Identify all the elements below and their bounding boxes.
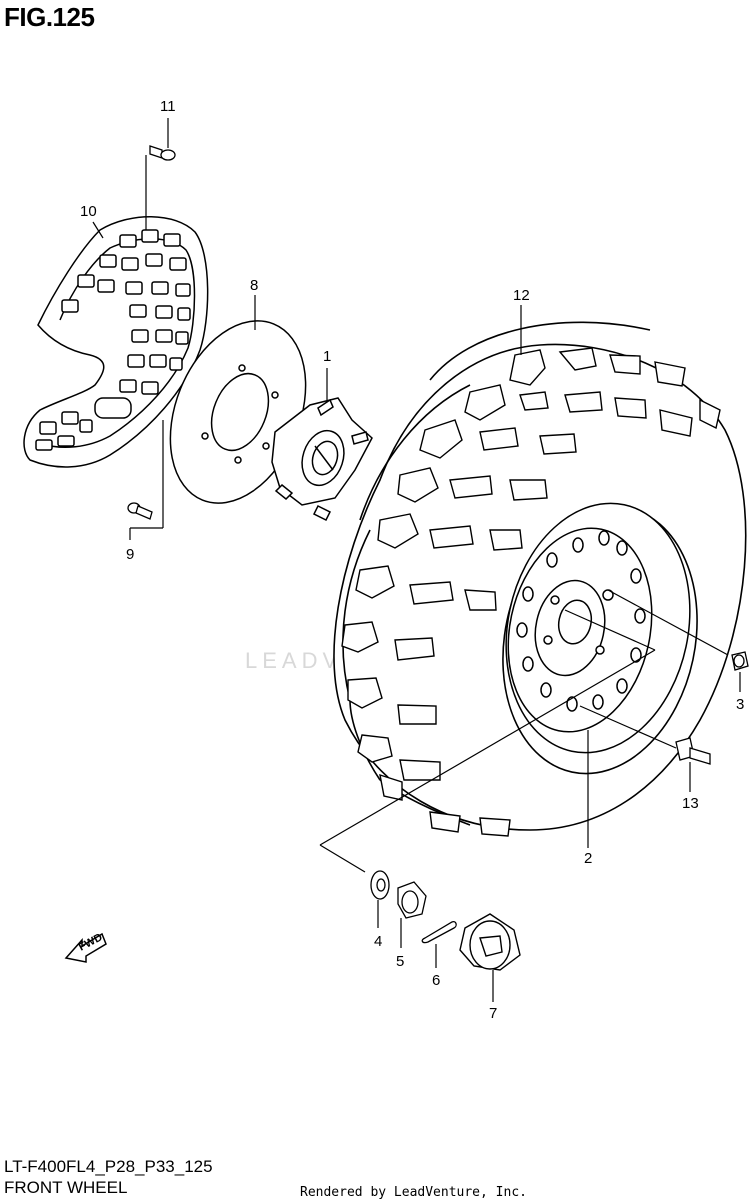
- wheel-nut-3: [731, 651, 749, 671]
- cotter-pin-6: [421, 920, 457, 944]
- callout-12: 12: [513, 287, 530, 304]
- castle-nut-5: [397, 881, 427, 919]
- wheel-rim-part: [505, 502, 691, 754]
- callout-2: 2: [584, 850, 592, 867]
- figure-name: FRONT WHEEL: [4, 1178, 128, 1197]
- callout-10: 10: [80, 203, 97, 220]
- callout-6: 6: [432, 972, 440, 989]
- hub-part: [271, 397, 373, 522]
- callout-9: 9: [126, 546, 134, 563]
- leader-lines-bottom: [377, 900, 494, 1002]
- callout-5: 5: [396, 953, 404, 970]
- leader-lines-left: [92, 118, 169, 540]
- washer-4: [370, 870, 390, 900]
- callout-labels: 1 2 3 4 5 6 7 8 9 10 11 12 13: [80, 98, 744, 1022]
- callout-11: 11: [160, 98, 176, 115]
- hub-cap-7: [459, 913, 521, 971]
- callout-7: 7: [489, 1005, 497, 1022]
- disc-bolt-9: [127, 502, 153, 520]
- model-code: LT-F400FL4_P28_P33_125: [4, 1157, 213, 1176]
- figure-title: FIG.125: [4, 2, 95, 32]
- callout-1: 1: [323, 348, 331, 365]
- tire-tread: [341, 347, 721, 837]
- cover-bolt-11: [149, 145, 176, 161]
- callout-8: 8: [250, 277, 258, 294]
- leader-lines-right: [319, 305, 741, 873]
- callout-3: 3: [736, 696, 744, 713]
- render-credit: Rendered by LeadVenture, Inc.: [300, 1185, 527, 1200]
- callout-13: 13: [682, 795, 699, 812]
- valve-13: [675, 737, 711, 765]
- disc-cover-part: [23, 216, 209, 468]
- callout-4: 4: [374, 933, 382, 950]
- fwd-arrow-icon: FWD: [64, 931, 107, 963]
